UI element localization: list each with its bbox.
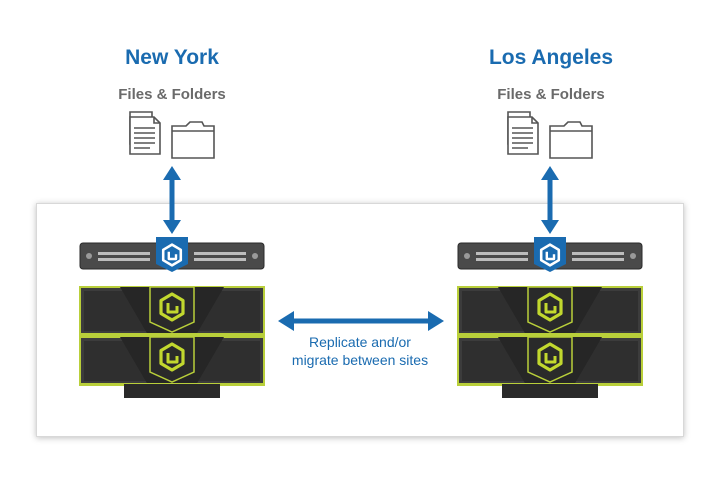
site-subtitle-new-york: Files & Folders <box>118 86 226 103</box>
documents-icon-new-york <box>129 111 161 155</box>
documents-icon-los-angeles <box>507 111 539 155</box>
replicate-caption-line2: migrate between sites <box>291 352 429 368</box>
folder-icon-los-angeles <box>549 121 593 159</box>
site-title-new-york: New York <box>125 46 219 69</box>
site-subtitle-los-angeles: Files & Folders <box>497 86 605 103</box>
site-title-los-angeles: Los Angeles <box>488 46 614 69</box>
replicate-caption-line1: Replicate and/or <box>309 334 411 350</box>
replicate-caption: Replicate and/or migrate between sites <box>272 333 448 369</box>
sync-arrow-los-angeles <box>541 166 559 234</box>
sync-arrow-new-york <box>163 166 181 234</box>
folder-icon-new-york <box>171 121 215 159</box>
server-stack-los-angeles <box>457 237 643 398</box>
replicate-arrow <box>278 311 444 331</box>
server-stack-new-york <box>79 237 265 398</box>
